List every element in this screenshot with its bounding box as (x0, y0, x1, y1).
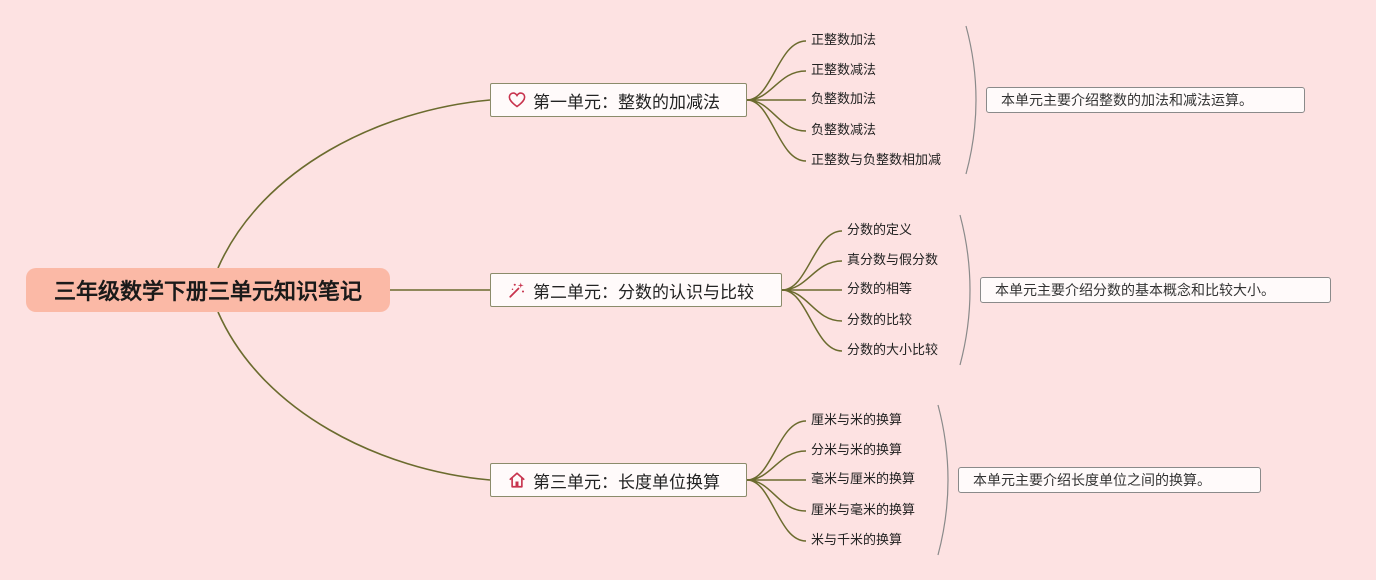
topic-line-3-4 (746, 479, 807, 512)
unit-3-title: 第三单元：长度单位换算 (533, 472, 720, 493)
unit-1-topic-2[interactable]: 正整数减法 (811, 63, 877, 78)
unit-3-summary[interactable]: 本单元主要介绍长度单位之间的换算。 (958, 467, 1261, 493)
magic-wand-icon (507, 280, 527, 300)
topic-line-3-2 (746, 450, 807, 481)
topic-line-2-1 (781, 230, 843, 291)
unit-3-topic-5[interactable]: 米与千米的换算 (811, 533, 903, 548)
topic-line-3-1 (746, 420, 807, 481)
unit-2-title: 第二单元：分数的认识与比较 (533, 282, 754, 303)
unit-3-node[interactable]: 第三单元：长度单位换算 (490, 463, 747, 497)
unit-1-topic-4[interactable]: 负整数减法 (811, 123, 877, 138)
house-icon (507, 470, 527, 490)
topic-line-1-4 (746, 99, 807, 132)
branch-line-unit-3 (217, 311, 491, 481)
topic-line-2-4 (781, 289, 843, 322)
unit-3-topic-4[interactable]: 厘米与毫米的换算 (811, 503, 916, 518)
heart-icon (507, 90, 527, 110)
unit-2-topic-3[interactable]: 分数的相等 (847, 282, 913, 297)
unit-1-topic-3[interactable]: 负整数加法 (811, 92, 877, 107)
unit-2-topic-4[interactable]: 分数的比较 (847, 313, 913, 328)
unit-2-topic-5[interactable]: 分数的大小比较 (847, 343, 939, 358)
unit-2-topic-2[interactable]: 真分数与假分数 (847, 253, 939, 268)
root-topic[interactable]: 三年级数学下册三单元知识笔记 (26, 268, 390, 312)
topic-line-1-1 (746, 40, 807, 101)
unit-2-topic-1[interactable]: 分数的定义 (847, 223, 913, 238)
unit-2-node[interactable]: 第二单元：分数的认识与比较 (490, 273, 782, 307)
topic-line-2-2 (781, 260, 843, 291)
root-title: 三年级数学下册三单元知识笔记 (53, 280, 362, 305)
branch-line-unit-1 (217, 99, 491, 269)
unit-2-summary[interactable]: 本单元主要介绍分数的基本概念和比较大小。 (980, 277, 1331, 303)
unit-1-node[interactable]: 第一单元：整数的加减法 (490, 83, 747, 117)
unit-1-topic-5[interactable]: 正整数与负整数相加减 (811, 153, 942, 168)
unit-3-topic-3[interactable]: 毫米与厘米的换算 (811, 472, 916, 487)
summary-brace-2 (959, 214, 971, 366)
summary-brace-1 (965, 25, 977, 175)
topic-line-1-2 (746, 70, 807, 101)
unit-3-topic-2[interactable]: 分米与米的换算 (811, 443, 903, 458)
unit-1-summary[interactable]: 本单元主要介绍整数的加法和减法运算。 (986, 87, 1305, 113)
topic-line-2-5 (781, 289, 843, 352)
summary-brace-3 (937, 404, 949, 556)
unit-1-topic-1[interactable]: 正整数加法 (811, 33, 877, 48)
topic-line-1-5 (746, 99, 807, 162)
topic-line-3-5 (746, 479, 807, 542)
unit-1-title: 第一单元：整数的加减法 (533, 92, 720, 113)
unit-3-topic-1[interactable]: 厘米与米的换算 (811, 413, 903, 428)
